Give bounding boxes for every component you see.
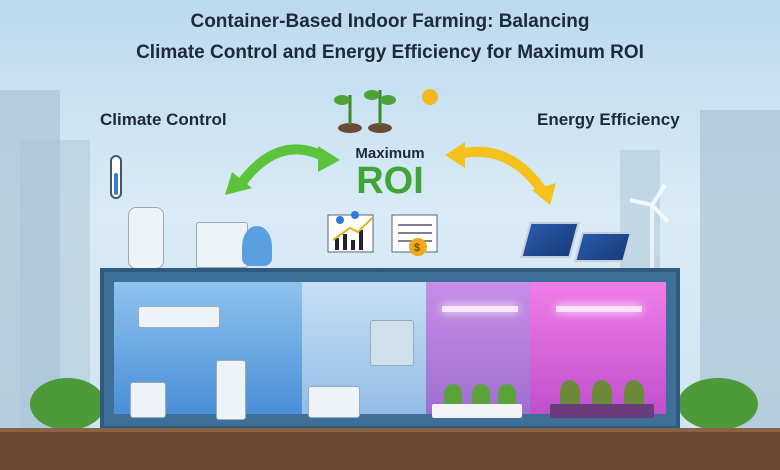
grow-light-purple — [442, 306, 518, 312]
air-purifier-icon — [216, 360, 246, 420]
title-line-2: Climate Control and Energy Efficiency fo… — [136, 42, 644, 63]
svg-text:$: $ — [414, 242, 420, 254]
energy-efficiency-label: Energy Efficiency — [537, 110, 680, 129]
solar-panel-icon — [520, 222, 580, 258]
solar-panel-icon-small — [573, 232, 633, 262]
plant-icon — [592, 380, 612, 404]
water-tank-icon — [308, 386, 360, 418]
wind-turbine-icon — [629, 183, 670, 270]
humidifier-icon — [242, 226, 272, 266]
shipping-container — [100, 268, 680, 430]
control-panel-icon — [370, 320, 414, 366]
green-arrowhead-left — [225, 172, 252, 195]
financial-report-icon: $ — [391, 214, 438, 256]
wall-ac-unit-icon — [138, 306, 220, 328]
roi-value: ROI — [356, 160, 424, 202]
coin-icon — [422, 89, 438, 105]
dehumidifier-icon — [128, 207, 164, 269]
yellow-arrowhead-left — [445, 142, 465, 168]
green-arrow-icon — [235, 144, 333, 188]
page-title: Container-Based Indoor Farming: Balancin… — [0, 6, 780, 68]
climate-control-label: Climate Control — [100, 110, 227, 129]
plant-icon — [444, 384, 462, 404]
seedlings-icon — [334, 90, 396, 133]
grow-tray-magenta — [550, 404, 654, 418]
title-line-1: Container-Based Indoor Farming: Balancin… — [190, 11, 590, 32]
thermometer-icon — [110, 155, 122, 199]
plant-icon — [560, 380, 580, 404]
grow-light-magenta — [556, 306, 642, 312]
ground — [0, 428, 780, 470]
plant-icon — [624, 380, 644, 404]
plant-icon — [498, 384, 516, 404]
grow-tray-purple — [432, 404, 522, 418]
bush-left — [30, 378, 105, 430]
bush-right — [678, 378, 758, 430]
green-arrowhead-right — [318, 146, 340, 172]
growth-chart-icon — [327, 211, 374, 253]
fan-icon — [130, 382, 166, 418]
yellow-arrowhead-right — [532, 183, 556, 205]
roi-heading: Maximum — [355, 145, 425, 162]
plant-icon — [472, 384, 490, 404]
air-conditioner-outdoor-unit-icon — [196, 222, 248, 268]
yellow-arrow-icon — [453, 146, 550, 198]
